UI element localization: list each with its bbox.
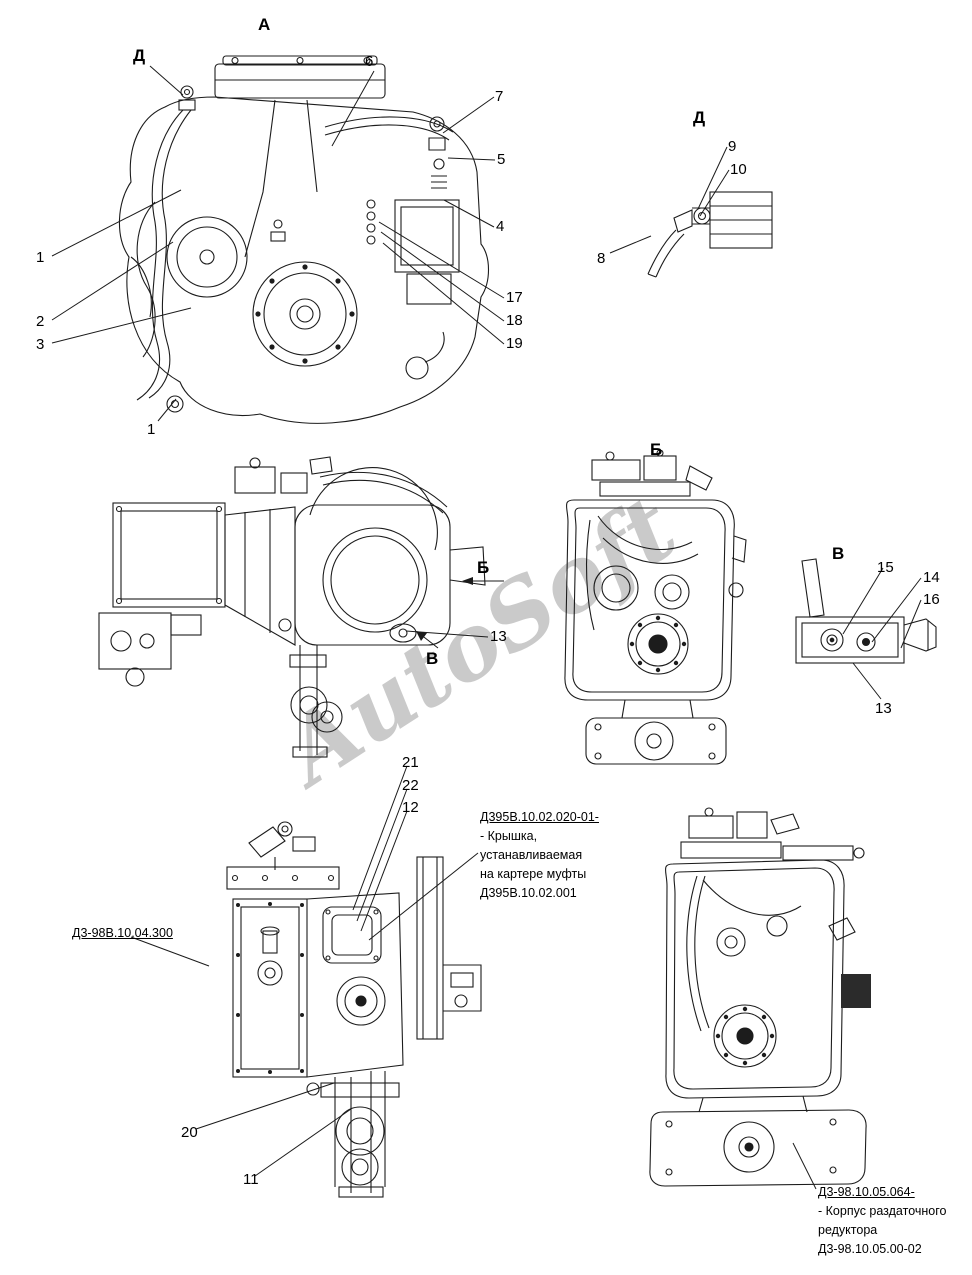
- cover-note: Д395В.10.02.020-01- - Крышка, устанавлив…: [480, 808, 599, 903]
- callout-6: 6: [365, 53, 374, 70]
- callout-22: 22: [402, 777, 419, 794]
- cover-note-line5: Д395В.10.02.001: [480, 886, 577, 900]
- view-a-drawing: [118, 55, 490, 424]
- view-b-title-label: Б: [650, 440, 663, 459]
- detail-d-marker-label: Д: [133, 46, 146, 65]
- callout-21: 21: [402, 754, 419, 771]
- part-number-left-cover[interactable]: Д3-98В.10.04.300: [72, 926, 173, 940]
- callout-1-bottom: 1: [147, 421, 156, 438]
- side-view-drawing: [98, 456, 486, 758]
- callout-7: 7: [495, 88, 504, 105]
- callout-20: 20: [181, 1124, 198, 1141]
- detail-d-drawing: [647, 191, 773, 278]
- callout-13-detail: 13: [875, 700, 892, 717]
- callout-10: 10: [730, 161, 747, 178]
- callout-17: 17: [506, 289, 523, 306]
- cover-note-part-link[interactable]: Д395В.10.02.020-01-: [480, 810, 599, 824]
- callout-19: 19: [506, 335, 523, 352]
- housing-note-line4: Д3-98.10.05.00-02: [818, 1242, 922, 1256]
- callout-3: 3: [36, 336, 45, 353]
- housing-note-part-link[interactable]: Д3-98.10.05.064-: [818, 1185, 915, 1199]
- callout-14: 14: [923, 569, 940, 586]
- cover-note-line2: - Крышка,: [480, 829, 538, 843]
- callout-5: 5: [497, 151, 506, 168]
- callout-4: 4: [496, 218, 505, 235]
- callout-8: 8: [597, 250, 606, 267]
- cover-note-line3: устанавливаемая: [480, 848, 583, 862]
- detail-v-arrow-label: В: [426, 649, 439, 668]
- housing-note-line2: - Корпус раздаточного: [818, 1204, 947, 1218]
- cover-note-line4: на картере муфты: [480, 867, 587, 881]
- view-b-arrow-label: Б: [477, 558, 490, 577]
- callout-12: 12: [402, 799, 419, 816]
- view-b-drawing: [564, 450, 747, 765]
- callout-16: 16: [923, 591, 940, 608]
- callout-1-left: 1: [36, 249, 45, 266]
- detail-v-title-label: В: [832, 544, 845, 563]
- housing-note: Д3-98.10.05.064- - Корпус раздаточного р…: [818, 1183, 946, 1259]
- housing-note-line3: редуктора: [818, 1223, 878, 1237]
- callout-11: 11: [243, 1171, 259, 1188]
- callout-15: 15: [877, 559, 894, 576]
- view-a-label: А: [258, 15, 271, 34]
- callout-2: 2: [36, 313, 45, 330]
- detail-d-title-label: Д: [693, 108, 706, 127]
- callout-9: 9: [728, 138, 737, 155]
- bottom-right-drawing: [649, 807, 871, 1187]
- callout-13-side: 13: [490, 628, 507, 645]
- callout-18: 18: [506, 312, 523, 329]
- bottom-left-drawing: [226, 821, 482, 1198]
